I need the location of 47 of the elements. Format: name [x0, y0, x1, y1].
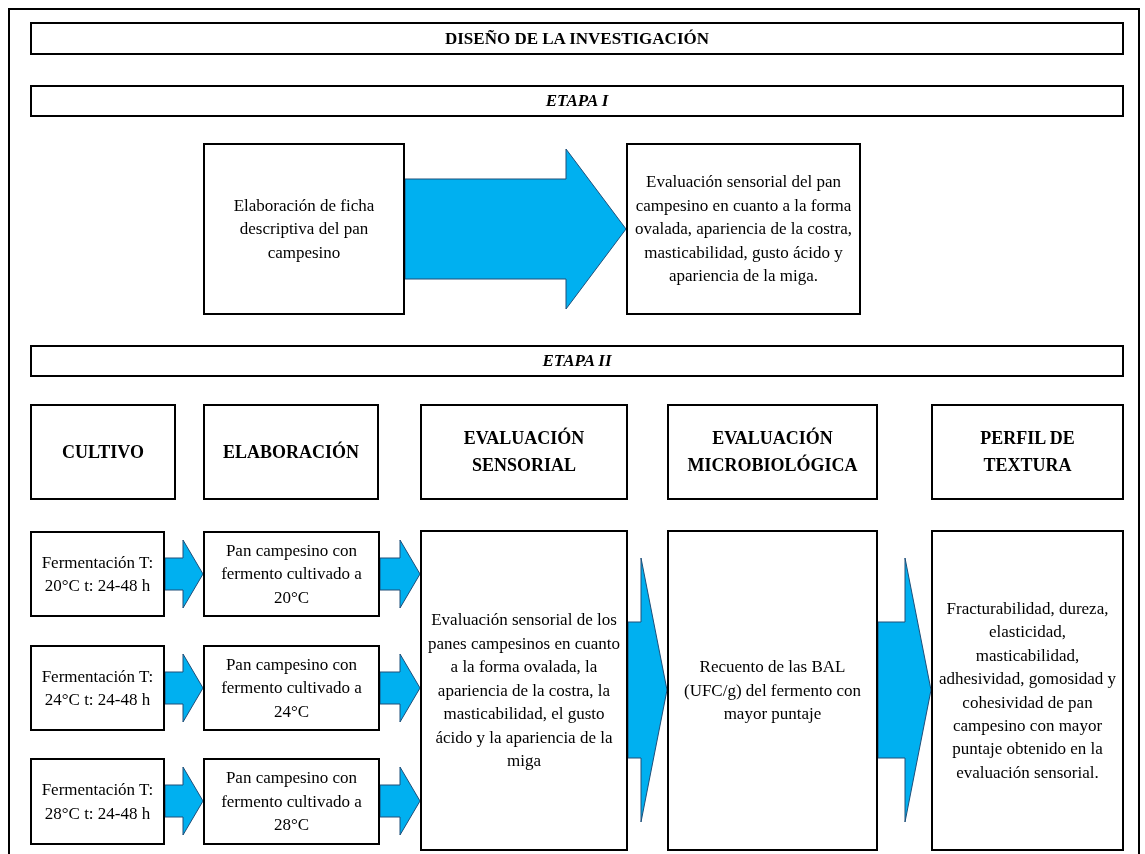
block-arrow — [379, 653, 421, 723]
box-text: Elaboración de ficha descriptiva del pan campesino — [232, 194, 376, 264]
block-arrow — [164, 766, 204, 836]
box-text: Fracturabilidad, dureza, elasticidad, masticabilidad, adhesividad, gomosidad y cohesividad de pan campesino con mayor puntaje obtenido en la evaluación sensorial. — [937, 597, 1118, 784]
box-text: Fermentación T: 24°C t: 24-48 h — [40, 665, 155, 711]
header-band — [30, 345, 1124, 377]
block-arrow — [379, 539, 421, 609]
block-arrow — [627, 557, 668, 823]
process-box — [30, 531, 165, 617]
box-text: Pan campesino con fermento cultivado a 20°C — [220, 539, 363, 609]
process-box — [30, 758, 165, 845]
process-box — [203, 143, 405, 315]
process-box — [626, 143, 861, 315]
block-arrow — [164, 539, 204, 609]
header-band — [30, 85, 1124, 117]
box-text: Pan campesino con fermento cultivado a 28°C — [220, 767, 363, 837]
process-box — [30, 645, 165, 731]
process-box — [931, 530, 1124, 851]
block-arrow — [877, 557, 932, 823]
box-text: Fermentación T: 20°C t: 24-48 h — [40, 551, 155, 597]
column-header-box — [667, 404, 878, 500]
column-header-box — [931, 404, 1124, 500]
band-title: DISEÑO DE LA INVESTIGACIÓN — [444, 27, 709, 50]
block-arrow — [404, 148, 627, 310]
block-arrow — [164, 653, 204, 723]
band-title: ETAPA II — [542, 350, 612, 373]
process-box — [203, 645, 380, 731]
box-text: Fermentación T: 28°C t: 24-48 h — [40, 779, 155, 825]
column-title: PERFIL DE TEXTURA — [979, 427, 1076, 477]
box-text: Recuento de las BAL (UFC/g) del fermento con mayor puntaje — [682, 656, 862, 726]
column-title: EVALUACIÓN SENSORIAL — [462, 426, 586, 477]
box-text: Evaluación sensorial de los panes campesinos en cuanto a la forma ovalada, la apariencia de la costra, la masticabilidad, el gusto ácido y la apariencia de la miga — [426, 609, 622, 773]
box-text: Pan campesino con fermento cultivado a 24°C — [220, 653, 363, 723]
column-header-box — [420, 404, 628, 500]
process-box — [203, 531, 380, 617]
column-title: ELABORACIÓN — [223, 440, 359, 464]
process-box — [667, 530, 878, 851]
band-title: ETAPA I — [545, 90, 609, 113]
process-box — [420, 530, 628, 851]
column-header-box — [30, 404, 176, 500]
column-title: CULTIVO — [62, 440, 144, 464]
block-arrow — [379, 766, 421, 836]
column-header-box — [203, 404, 379, 500]
box-text: Evaluación sensorial del pan campesino en cuanto a la forma ovalada, apariencia de la costra, masticabilidad, gusto ácido y apariencia de la miga. — [633, 171, 854, 288]
process-box — [203, 758, 380, 845]
column-title: EVALUACIÓN MICROBIOLÓGICA — [686, 426, 859, 477]
header-band — [30, 22, 1124, 55]
